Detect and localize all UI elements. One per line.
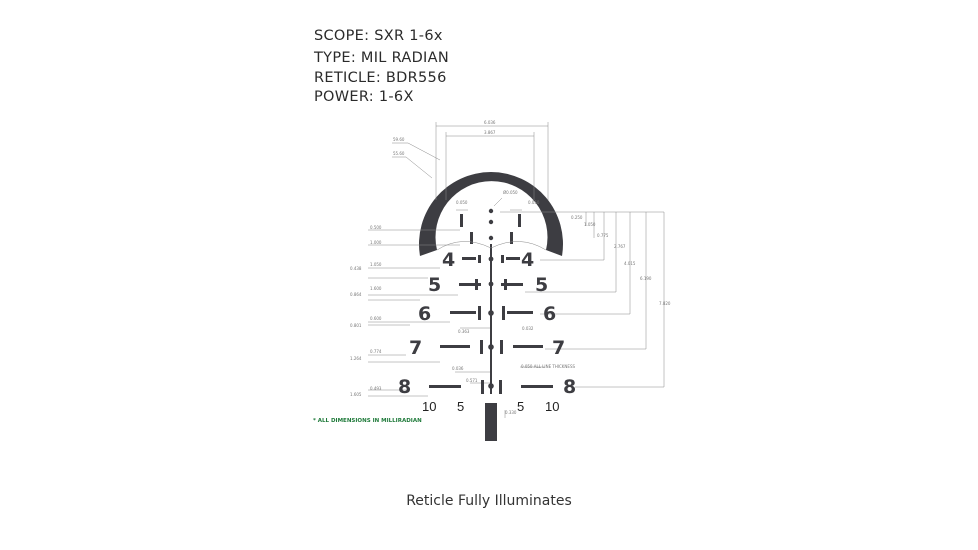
dim-l8: 0.801 — [350, 323, 362, 328]
scale-left-10: 10 — [422, 399, 436, 414]
dim-l6: 0.864 — [350, 292, 362, 297]
reticle-marks — [429, 208, 553, 441]
dimensions-footnote: * ALL DIMENSIONS IN MILLIRADIAN — [313, 418, 422, 424]
reticle-post-left — [460, 214, 463, 227]
dim-w1: 0.050 — [456, 200, 468, 205]
dim-top1: 6.036 — [484, 120, 496, 125]
label-4-left: 4 — [442, 249, 455, 271]
reticle-dot — [488, 235, 494, 241]
reticle-post-right-2 — [510, 232, 513, 244]
dim-ring-id: 55.60 — [393, 151, 405, 156]
bar-7-right — [513, 345, 543, 348]
bar-7-left — [440, 345, 470, 348]
label-6-right: 6 — [543, 303, 556, 325]
notch-line — [436, 241, 547, 251]
dim-l1: 0.500 — [370, 225, 382, 230]
dim-l4: 0.438 — [350, 266, 362, 271]
bar-4-left — [462, 257, 476, 260]
scale-right-10: 10 — [545, 399, 559, 414]
reticle-dot — [488, 219, 494, 225]
scale-left-5: 5 — [457, 399, 464, 414]
label-4-right: 4 — [521, 249, 534, 271]
label-7-left: 7 — [409, 337, 422, 359]
bar-6-right — [507, 311, 533, 314]
dim-l2: 1.000 — [370, 240, 382, 245]
dim-rr5: 4.015 — [624, 261, 636, 266]
dim-rr4: 2.767 — [614, 244, 626, 249]
dim-l9: 0.774 — [370, 349, 382, 354]
dim-c1: 0.363 — [458, 329, 470, 334]
dim-w2: 0.050 — [528, 200, 540, 205]
bottom-post — [485, 403, 497, 441]
reticle-ring — [419, 172, 563, 256]
dim-l7: 0.600 — [370, 316, 382, 321]
bar-6-left — [450, 311, 476, 314]
dim-l3: 1.050 — [370, 262, 382, 267]
dim-c5: 0.571 — [466, 378, 478, 383]
dim-rr3: 0.775 — [597, 233, 609, 238]
dim-c4: 0.050 ALL LINE THICKNESS — [521, 364, 575, 369]
label-6-left: 6 — [418, 303, 431, 325]
bar-5-right — [501, 283, 523, 286]
dim-c6: 0.330 — [505, 410, 517, 415]
dim-l10: 1.264 — [350, 356, 362, 361]
dim-top2: 3.867 — [484, 130, 496, 135]
reticle-dot — [488, 208, 494, 214]
label-8-left: 8 — [398, 376, 411, 398]
label-8-right: 8 — [563, 376, 576, 398]
vertical-crosshair — [490, 244, 492, 394]
label-5-left: 5 — [428, 274, 441, 296]
label-5-right: 5 — [535, 274, 548, 296]
dim-c3: 0.036 — [452, 366, 464, 371]
dim-l12: 1.605 — [350, 392, 362, 397]
dim-l5: 1.600 — [370, 286, 382, 291]
reticle-post-right — [518, 214, 521, 227]
dim-rr7: 7.820 — [659, 301, 671, 306]
dim-ring-od: 59.60 — [393, 137, 405, 142]
dim-l11: 0.493 — [370, 386, 382, 391]
bar-8-left — [429, 385, 461, 388]
dimension-lines — [368, 122, 665, 418]
spec-type: TYPE: MIL RADIAN — [314, 50, 450, 66]
dim-dot: Ø0.050 — [503, 190, 518, 195]
caption: Reticle Fully Illuminates — [406, 493, 572, 509]
dim-c2: 0.032 — [522, 326, 534, 331]
spec-reticle: RETICLE: BDR556 — [314, 70, 447, 86]
bar-8-right — [521, 385, 553, 388]
bar-5-left — [459, 283, 481, 286]
scale-right-5: 5 — [517, 399, 524, 414]
bar-4-right — [506, 257, 520, 260]
dim-rr2: 1.050 — [584, 222, 596, 227]
label-7-right: 7 — [552, 337, 565, 359]
dim-rr1: 0.250 — [571, 215, 583, 220]
reticle-post-left-2 — [470, 232, 473, 244]
spec-scope: SCOPE: SXR 1-6x — [314, 28, 443, 44]
dim-rr6: 6.190 — [640, 276, 652, 281]
spec-power: POWER: 1-6X — [314, 89, 414, 105]
